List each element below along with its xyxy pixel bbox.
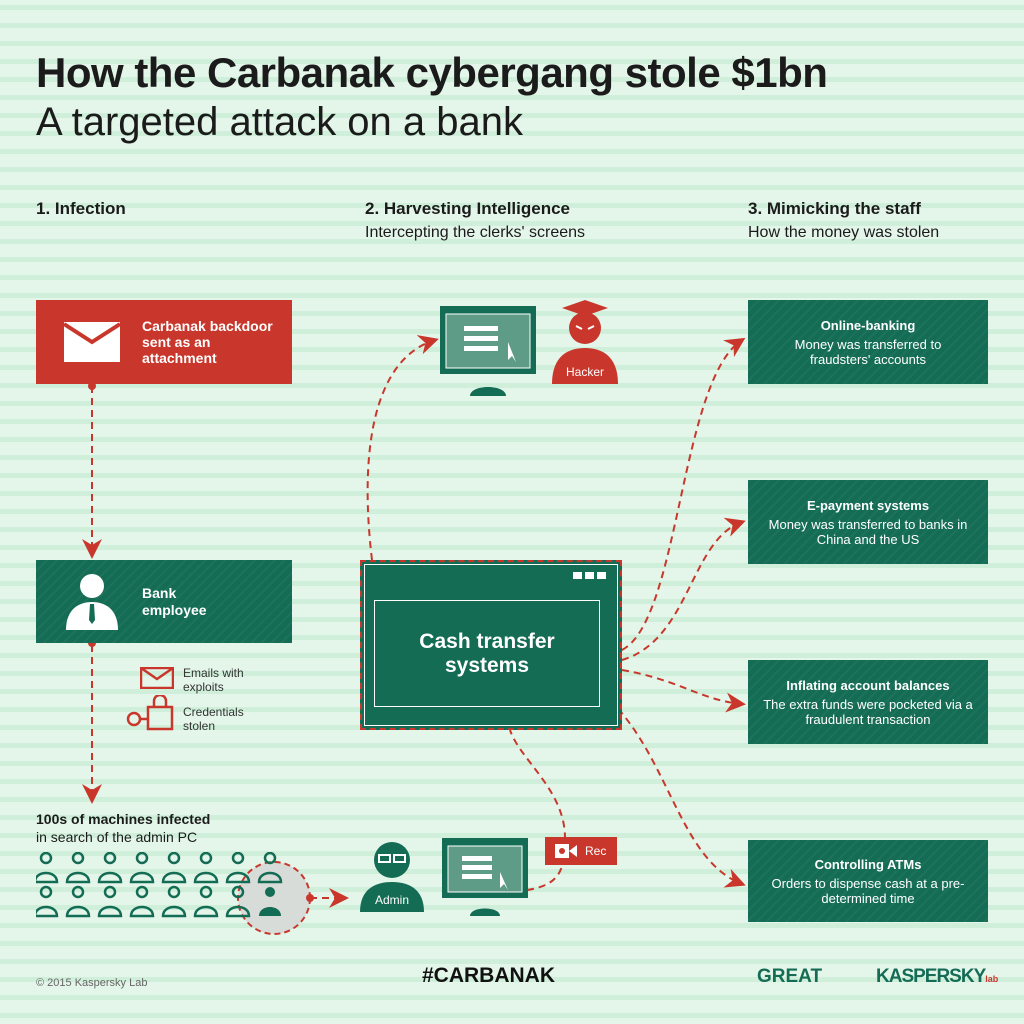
- admin-monitor-icon: [442, 838, 528, 916]
- column-sub-mimicking: How the money was stolen: [748, 224, 940, 241]
- credentials-label: Credentials stolen: [183, 705, 244, 733]
- infected-person-icon: [36, 852, 59, 884]
- infected-person-icon: [225, 885, 251, 918]
- bank-employee-label: Bank employee: [142, 584, 207, 618]
- method-title: Online-banking: [820, 317, 916, 333]
- admin-icon: [360, 842, 424, 912]
- hashtag: #CARBANAK: [422, 964, 556, 987]
- method-desc: Orders to dispense cash at a pre-determi…: [771, 875, 965, 906]
- method-desc: The extra funds were pocketed via a frau…: [763, 696, 973, 727]
- emails-label: Emails with exploits: [183, 666, 244, 694]
- infected-person-icon: [257, 852, 283, 884]
- infected-person-icon: [129, 885, 155, 918]
- attachment-label: Carbanak backdoor sent as an attachment: [142, 318, 273, 366]
- rec-label: Rec: [585, 844, 607, 858]
- infected-person-icon: [129, 852, 155, 884]
- machines-subtitle: in search of the admin PC: [36, 829, 198, 845]
- cash-transfer-system: Cash transfer systems: [360, 560, 622, 730]
- infected-machines-grid: [36, 852, 283, 918]
- email-exploit-icon: [140, 667, 174, 689]
- column-heading-infection: 1. Infection: [36, 199, 126, 218]
- hacker-icon: [552, 300, 618, 384]
- cash-transfer-label: Cash transfer systems: [374, 600, 600, 707]
- page-title: How the Carbanak cybergang stole $1bn: [36, 49, 828, 96]
- hacker-label: Hacker: [565, 365, 604, 379]
- infected-person-icon: [193, 852, 219, 884]
- column-heading-harvesting: 2. Harvesting Intelligence: [365, 199, 571, 218]
- infected-person-icon: [161, 885, 187, 918]
- rec-badge: Rec: [545, 837, 617, 865]
- infected-person-icon: [97, 885, 123, 918]
- method-desc: Money was transferred to fraudsters' acc…: [794, 336, 942, 367]
- key-lock-icon: [126, 695, 174, 731]
- method-desc: Money was transferred to banks in China …: [768, 516, 968, 547]
- copyright: © 2015 Kaspersky Lab: [36, 977, 148, 989]
- method-title: Inflating account balances: [786, 677, 950, 693]
- attachment-box: Carbanak backdoor sent as an attachment: [36, 300, 292, 384]
- admin-pc-person-icon: [259, 887, 281, 916]
- column-heading-mimicking: 3. Mimicking the staff: [748, 199, 921, 218]
- column-sub-harvesting: Intercepting the clerks' screens: [365, 224, 586, 241]
- employee-icon: [66, 573, 118, 630]
- infected-person-icon: [65, 885, 91, 918]
- method-title: Controlling ATMs: [814, 856, 922, 872]
- great-logo: GREAT: [757, 966, 823, 987]
- camera-icon: [555, 844, 577, 858]
- kaspersky-logo: KASPERSKYlab: [876, 966, 998, 988]
- envelope-icon: [64, 322, 120, 362]
- clerk-monitor-icon: [440, 306, 536, 396]
- bank-employee-box: Bank employee: [36, 560, 292, 643]
- infected-person-icon: [225, 852, 251, 884]
- infected-person-icon: [193, 885, 219, 918]
- infected-person-icon: [36, 885, 59, 918]
- page-subtitle: A targeted attack on a bank: [36, 100, 524, 144]
- infected-person-icon: [161, 852, 187, 884]
- admin-label: Admin: [374, 893, 409, 907]
- infected-person-icon: [97, 852, 123, 884]
- lab-wordmark: lab: [985, 974, 999, 984]
- kaspersky-wordmark: KASPERSKY: [876, 966, 986, 987]
- window-controls: [573, 572, 606, 579]
- machines-title: 100s of machines infected: [36, 811, 211, 827]
- infected-person-icon: [65, 852, 91, 884]
- method-title: E-payment systems: [806, 497, 930, 513]
